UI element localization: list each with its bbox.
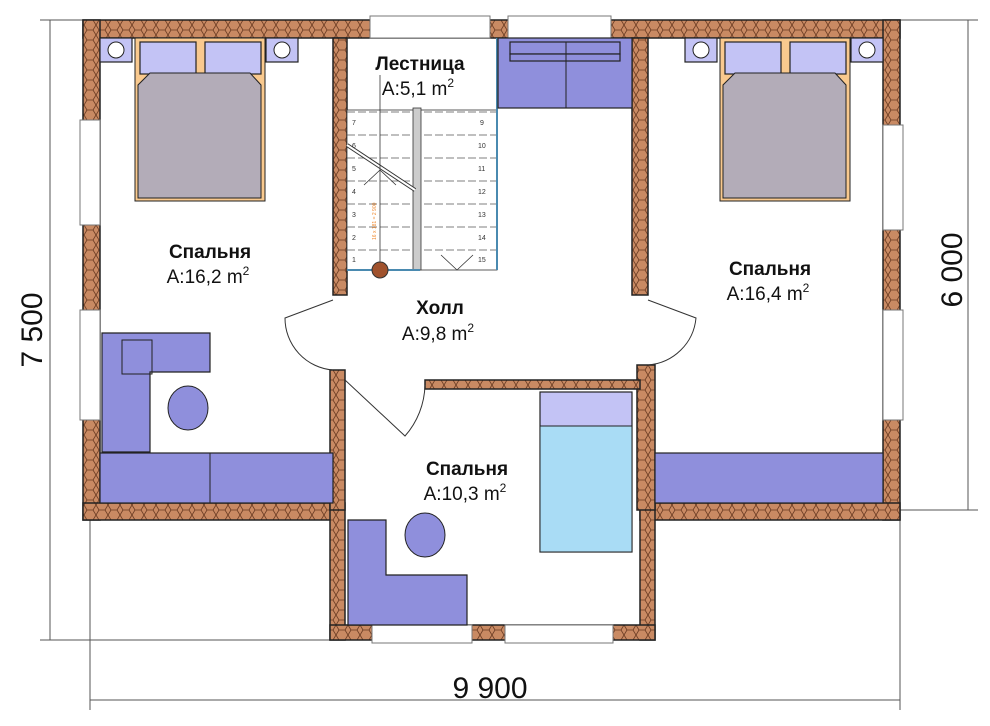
double-bed-right [684, 37, 884, 202]
room-name: Спальня [169, 242, 251, 263]
room-area: A:16,2 m2 [167, 264, 250, 288]
doors [284, 299, 697, 437]
dimension-height-right: 6 000 [936, 232, 969, 307]
step-number: 2 [352, 235, 356, 242]
step-number: 9 [480, 120, 484, 127]
step-number: 5 [352, 166, 356, 173]
step-number: 3 [352, 212, 356, 219]
dimension-lines [40, 19, 978, 710]
room-name: Холл [416, 298, 464, 319]
sofa [497, 37, 633, 109]
staircase [345, 38, 498, 279]
room-name: Лестница [375, 54, 465, 75]
step-number: 15 [478, 257, 486, 264]
dimension-width-total: 9 900 [452, 672, 527, 705]
room-stairs: Лестница A:5,1 m2 [375, 54, 465, 100]
step-number: 6 [352, 143, 356, 150]
step-number: 12 [478, 189, 486, 196]
double-bed-left [99, 37, 299, 202]
room-bedroom-left: Спальня A:16,2 m2 [167, 242, 251, 288]
room-area: A:9,8 m2 [402, 321, 474, 345]
stair-note: 16 x 181 = 2 900 [372, 202, 378, 240]
room-bedroom-right: Спальня A:16,4 m2 [727, 259, 811, 305]
room-area: A:10,3 m2 [424, 481, 507, 505]
step-number: 14 [478, 235, 486, 242]
dimension-height-total: 7 500 [16, 292, 49, 367]
step-number: 10 [478, 143, 486, 150]
room-area: A:16,4 m2 [727, 281, 810, 305]
step-number: 13 [478, 212, 486, 219]
desk-small-bedroom [347, 512, 468, 626]
windows [79, 15, 904, 644]
room-bedroom-small: Спальня A:10,3 m2 [424, 459, 508, 505]
wardrobe-right [654, 452, 884, 504]
desk-left [99, 332, 334, 504]
step-number: 4 [352, 189, 356, 196]
single-bed [539, 391, 633, 553]
stair-step-numbers: 7 6 5 4 3 2 1 9 10 11 12 13 14 15 16 x 1… [352, 120, 486, 264]
step-number: 1 [352, 257, 356, 264]
room-hall: Холл A:9,8 m2 [402, 298, 474, 345]
room-name: Спальня [729, 259, 811, 280]
step-number: 11 [478, 166, 485, 173]
room-name: Спальня [426, 459, 508, 480]
step-number: 7 [352, 120, 356, 127]
room-area: A:5,1 m2 [382, 76, 454, 100]
